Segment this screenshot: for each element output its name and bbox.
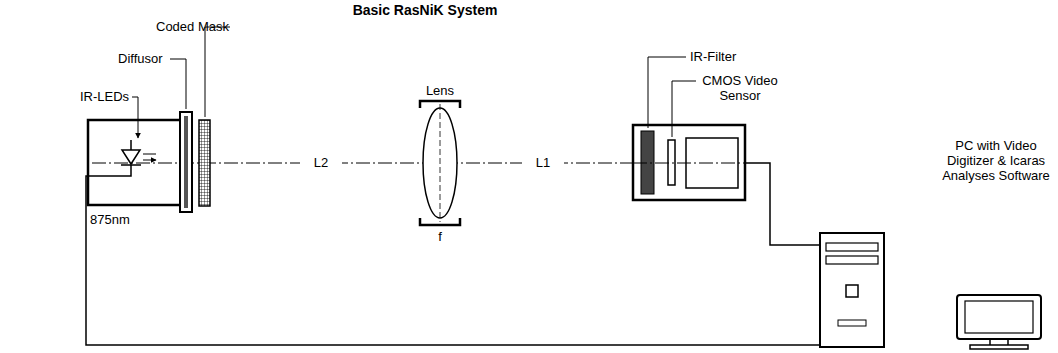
part-label: IR-LEDs — [80, 89, 129, 104]
distance-label: L1 — [522, 155, 564, 170]
camera — [633, 125, 745, 200]
lens — [420, 101, 460, 225]
system-label: PC with Video Digitizer & Icaras Analyse… — [940, 138, 1052, 183]
part-label: Diffusor — [118, 51, 163, 66]
distance-label: L2 — [300, 155, 342, 170]
led-housing — [88, 120, 180, 205]
coded-mask — [199, 120, 210, 206]
diagram-title: Basic RasNiK System — [330, 3, 520, 18]
monitor — [957, 295, 1041, 349]
leader-line — [648, 57, 686, 128]
led-cable — [86, 172, 820, 345]
leader-line — [170, 59, 186, 109]
diffusor — [180, 112, 192, 212]
part-label: CMOS Video Sensor — [700, 73, 780, 103]
leader-line — [205, 27, 230, 117]
pc-tower — [820, 233, 884, 347]
camera-cable — [745, 163, 820, 245]
leader-line — [672, 81, 696, 137]
part-label: Coded Mask — [156, 19, 229, 34]
leader-line — [132, 97, 138, 138]
part-label: Lens — [410, 83, 470, 98]
wavelength-label: 875nm — [90, 212, 130, 227]
led-symbol — [121, 140, 156, 172]
focal-label: f — [425, 229, 455, 244]
diffusor-core — [184, 116, 188, 208]
part-label: IR-Filter — [690, 49, 736, 64]
